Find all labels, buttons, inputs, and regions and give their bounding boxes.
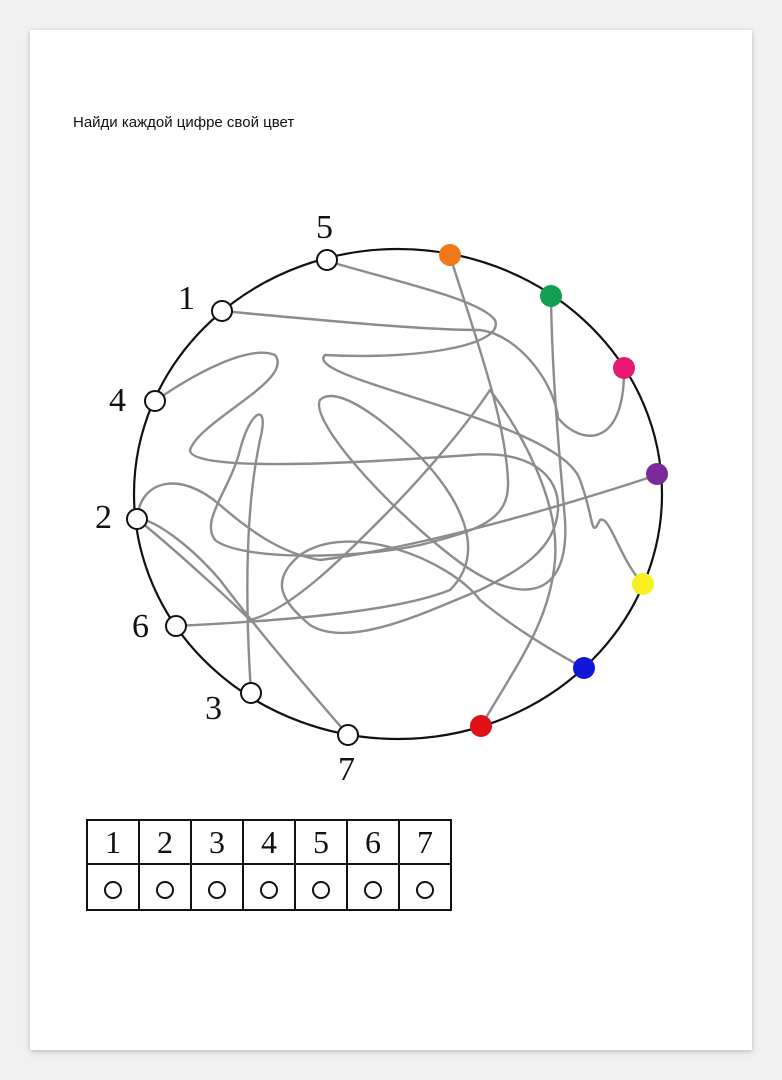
answer-cell[interactable] bbox=[190, 863, 244, 911]
color-dot-purple[interactable] bbox=[646, 463, 668, 485]
number-label-1: 1 bbox=[178, 280, 195, 317]
answer-circle[interactable] bbox=[104, 881, 122, 900]
number-label-6: 6 bbox=[132, 608, 149, 645]
color-dot-pink[interactable] bbox=[613, 357, 635, 379]
number-node-4[interactable] bbox=[144, 390, 166, 412]
number-node-2[interactable] bbox=[126, 508, 148, 530]
answer-table: 1 2 3 4 5 6 7 bbox=[86, 819, 452, 911]
number-node-7[interactable] bbox=[337, 724, 359, 746]
answer-circle[interactable] bbox=[364, 881, 382, 900]
path-3 bbox=[209, 254, 510, 695]
answer-circle[interactable] bbox=[156, 881, 174, 900]
path-2 bbox=[135, 473, 659, 562]
number-node-3[interactable] bbox=[240, 682, 262, 704]
path-7 bbox=[135, 388, 557, 737]
color-dot-blue[interactable] bbox=[573, 657, 595, 679]
instruction-text: Найди каждой цифре свой цвет bbox=[73, 114, 295, 131]
color-dot-orange[interactable] bbox=[439, 244, 461, 266]
path-5 bbox=[322, 259, 645, 586]
color-dots bbox=[439, 244, 668, 737]
color-dot-yellow[interactable] bbox=[632, 573, 654, 595]
path-4 bbox=[153, 351, 586, 670]
number-node-1[interactable] bbox=[211, 300, 233, 322]
path-6 bbox=[174, 294, 567, 628]
answer-circle[interactable] bbox=[260, 881, 278, 900]
answer-header-cell: 4 bbox=[242, 819, 296, 865]
number-label-2: 2 bbox=[95, 499, 112, 536]
answer-header-cell: 2 bbox=[138, 819, 192, 865]
answer-header-cell: 3 bbox=[190, 819, 244, 865]
answer-cell[interactable] bbox=[346, 863, 400, 911]
color-dot-red[interactable] bbox=[470, 715, 492, 737]
answer-cell[interactable] bbox=[86, 863, 140, 911]
answer-cell[interactable] bbox=[398, 863, 452, 911]
color-dot-green[interactable] bbox=[540, 285, 562, 307]
number-label-4: 4 bbox=[109, 382, 126, 419]
number-nodes bbox=[126, 249, 359, 746]
answer-header-cell: 1 bbox=[86, 819, 140, 865]
number-node-5[interactable] bbox=[316, 249, 338, 271]
puzzle-outline bbox=[132, 247, 664, 741]
answer-table-header-row: 1 2 3 4 5 6 7 bbox=[86, 819, 452, 865]
answer-cell[interactable] bbox=[242, 863, 296, 911]
answer-header-cell: 7 bbox=[398, 819, 452, 865]
answer-table-circle-row bbox=[86, 863, 452, 911]
answer-cell[interactable] bbox=[294, 863, 348, 911]
number-label-5: 5 bbox=[316, 209, 333, 246]
number-node-6[interactable] bbox=[165, 615, 187, 637]
number-label-3: 3 bbox=[205, 690, 222, 727]
answer-circle[interactable] bbox=[208, 881, 226, 900]
number-label-7: 7 bbox=[338, 751, 355, 788]
answer-circle[interactable] bbox=[416, 881, 434, 900]
answer-header-cell: 6 bbox=[346, 819, 400, 865]
answer-header-cell: 5 bbox=[294, 819, 348, 865]
answer-cell[interactable] bbox=[138, 863, 192, 911]
path-1 bbox=[220, 309, 626, 437]
tangled-lines bbox=[135, 254, 659, 737]
answer-circle[interactable] bbox=[312, 881, 330, 900]
